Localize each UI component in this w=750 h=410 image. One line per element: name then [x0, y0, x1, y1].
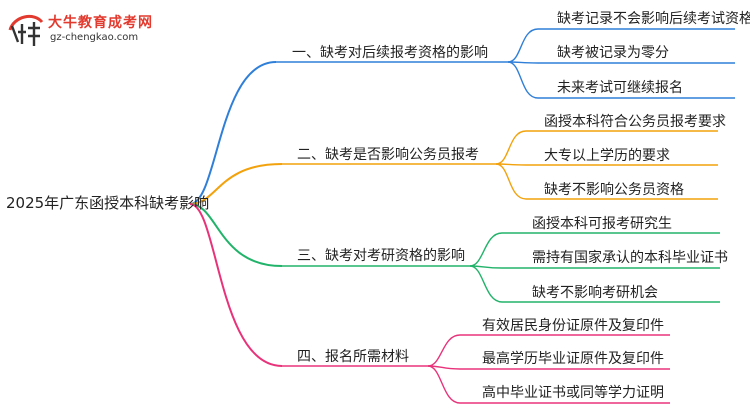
- branch-3-trunk: [189, 203, 283, 267]
- branch-3-child-2-line: [469, 265, 720, 269]
- branch-1-child-3: 未来考试可继续报名: [557, 80, 683, 96]
- branch-2-child-3-line: [495, 163, 718, 200]
- branch-3-child-3-line: [469, 265, 720, 303]
- branch-4-child-2: 最高学历毕业证原件及复印件: [482, 351, 664, 367]
- branch-2-label: 二、缺考是否影响公务员报考: [297, 147, 479, 163]
- branch-3-label: 三、缺考对考研资格的影响: [297, 248, 465, 264]
- branch-2-trunk: [189, 163, 283, 205]
- branch-2-child-2: 大专以上学历的要求: [544, 148, 670, 164]
- branch-4-child-1: 有效居民身份证原件及复印件: [482, 318, 664, 334]
- logo-url: gz-chengkao.com: [50, 32, 139, 43]
- branch-1-child-1-line: [507, 28, 735, 63]
- logo-name: 大牛教育成考网: [48, 15, 153, 31]
- branch-4-child-2-line: [427, 365, 670, 370]
- branch-4-child-3: 高中毕业证书或同等学力证明: [482, 385, 664, 401]
- branch-1-label: 一、缺考对后续报考资格的影响: [292, 45, 488, 61]
- branch-1-child-2-line: [507, 61, 735, 64]
- branch-1-child-3-line: [507, 61, 735, 99]
- branch-1-child-2: 缺考被记录为零分: [557, 45, 669, 61]
- branch-3-child-2: 需持有国家承认的本科毕业证书: [532, 250, 728, 266]
- branch-3-child-1: 函授本科可报考研究生: [532, 216, 672, 232]
- branch-2-child-1-line: [495, 130, 718, 165]
- branch-1-trunk: [189, 61, 277, 205]
- branch-3-child-1-line: [469, 232, 720, 267]
- site-logo[interactable]: 大牛教育成考网 gz-chengkao.com: [6, 8, 186, 52]
- branch-3-child-3: 缺考不影响考研机会: [532, 285, 658, 301]
- bull-logo-icon: [8, 14, 44, 46]
- branch-1-child-1: 缺考记录不会影响后续考试资格: [557, 11, 750, 27]
- branch-4-child-1-line: [427, 334, 670, 367]
- branch-2-child-3: 缺考不影响公务员资格: [544, 182, 684, 198]
- branch-4-trunk: [189, 203, 283, 367]
- branch-2-child-1: 函授本科符合公务员报考要求: [544, 114, 726, 130]
- branch-4-child-3-line: [427, 365, 670, 404]
- branch-4-label: 四、报名所需材料: [297, 349, 409, 365]
- root-node: 2025年广东函授本科缺考影响: [6, 194, 210, 212]
- branch-2-child-2-line: [495, 163, 718, 166]
